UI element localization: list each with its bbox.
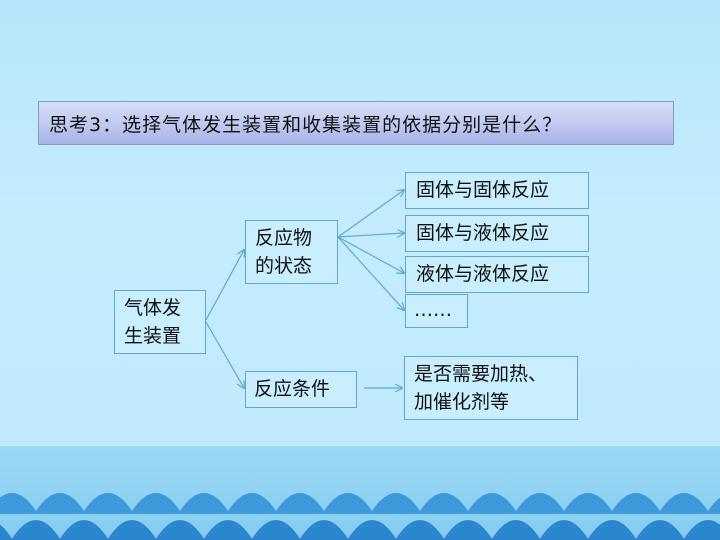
- option-label: 液体与液体反应: [416, 263, 550, 285]
- branch-state-line-2: 的状态: [255, 255, 313, 277]
- option-label: 固体与液体反应: [416, 222, 550, 244]
- branch-state-line-1: 反应物: [255, 227, 313, 249]
- wave-scallop: [251, 520, 301, 540]
- wave-scallop: [34, 493, 86, 514]
- wave-scallop: [610, 493, 662, 514]
- wave-scallop: [299, 520, 349, 540]
- option-solid-solid: 固体与固体反应: [405, 172, 589, 209]
- wave-scallop: [706, 497, 720, 514]
- condition-result-line-2: 加催化剂等: [414, 391, 510, 413]
- wave-scallop: [658, 493, 710, 514]
- option-ellipsis: ……: [405, 294, 468, 328]
- arrow-state-to-option-3: [337, 236, 404, 273]
- arrow-state-to-option-4: [337, 236, 404, 310]
- wave-scallop: [418, 493, 470, 514]
- wave-scallop: [178, 493, 230, 514]
- wave-scallop: [130, 493, 182, 514]
- wave-scallop: [0, 524, 13, 540]
- wave-scallop: [322, 493, 374, 514]
- wave-scallop: [587, 520, 637, 540]
- footer-band: [0, 446, 720, 540]
- wave-scallop: [11, 520, 61, 540]
- option-solid-liquid: 固体与液体反应: [405, 215, 589, 252]
- root-node-gas-generator: 气体发 生装置: [114, 290, 206, 354]
- branch-node-reaction-condition: 反应条件: [245, 371, 357, 408]
- wave-scallop: [82, 493, 134, 514]
- option-liquid-liquid: 液体与液体反应: [405, 256, 589, 293]
- wave-scallop: [539, 520, 589, 540]
- wave-scallop: [466, 493, 518, 514]
- option-label: 固体与固体反应: [416, 179, 550, 201]
- wave-scallop: [0, 493, 38, 514]
- wave-scallop: [155, 520, 205, 540]
- wave-scallop: [514, 493, 566, 514]
- question-title-bar: 思考3：选择气体发生装置和收集装置的依据分别是什么？: [38, 101, 674, 145]
- wave-scallop: [562, 493, 614, 514]
- wave-scallop: [59, 520, 109, 540]
- wave-scallop: [683, 520, 720, 540]
- wave-scallop: [274, 493, 326, 514]
- option-label: ……: [414, 299, 452, 321]
- wave-scallop: [635, 520, 685, 540]
- condition-result-node: 是否需要加热、 加催化剂等: [404, 356, 578, 420]
- wave-scallop: [395, 520, 445, 540]
- wave-scallop: [347, 520, 397, 540]
- arrow-root-to-state: [205, 250, 244, 321]
- root-node-line-2: 生装置: [124, 325, 182, 347]
- branch-condition-label: 反应条件: [254, 378, 331, 400]
- condition-result-line-1: 是否需要加热、: [414, 363, 548, 385]
- wave-scallop: [107, 520, 157, 540]
- wave-scallop: [203, 520, 253, 540]
- wave-decoration: [0, 493, 720, 540]
- wave-scallop: [370, 493, 422, 514]
- arrow-root-to-condition: [205, 321, 244, 388]
- wave-scallop: [443, 520, 493, 540]
- arrow-state-to-option-2: [337, 233, 404, 238]
- branch-node-reactant-state: 反应物 的状态: [245, 220, 338, 284]
- arrow-state-to-option-1: [337, 190, 404, 238]
- wave-scallop: [226, 493, 278, 514]
- root-node-line-1: 气体发: [124, 297, 182, 319]
- question-title: 思考3：选择气体发生装置和收集装置的依据分别是什么？: [49, 113, 563, 136]
- wave-scallop: [491, 520, 541, 540]
